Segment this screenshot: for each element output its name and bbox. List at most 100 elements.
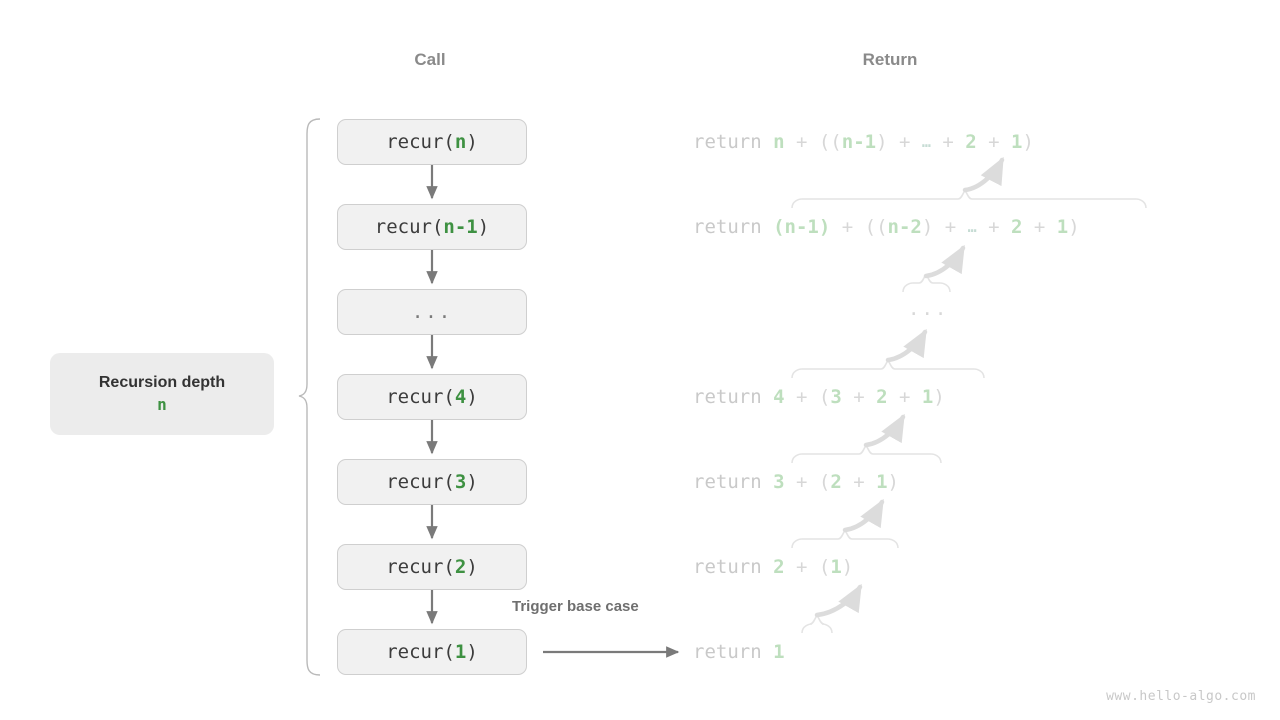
return-token: (( <box>864 216 888 238</box>
call-box-recur-1: recur(1) <box>337 629 527 675</box>
return-token: 1 <box>1011 131 1023 153</box>
call-fn-close: ) <box>466 641 478 663</box>
return-token: ) <box>933 386 945 408</box>
return-arrow-2-to-3 <box>842 498 885 533</box>
return-token: … <box>967 218 977 236</box>
return-token: ) <box>921 216 934 238</box>
return-row-return-n-1: return (n-1) + ((n-2) + … + 2 + 1) <box>693 212 1080 242</box>
call-box-code: recur(1) <box>386 641 478 663</box>
return-token: 1 <box>921 386 934 408</box>
return-brace-return-1 <box>801 615 833 634</box>
return-token: 3 <box>773 471 785 493</box>
call-fn-close: ) <box>477 216 490 238</box>
recursion-depth-label: Recursion depth <box>98 374 226 391</box>
recursion-depth-brace <box>298 118 321 676</box>
call-box-code: recur(4) <box>386 386 478 408</box>
return-token: ( <box>818 471 831 493</box>
return-arrow-ellipsis-to-n-1 <box>923 244 966 279</box>
return-token: ) <box>876 131 888 153</box>
call-fn-arg: 3 <box>454 471 467 493</box>
return-token: + <box>1022 216 1057 238</box>
column-header-return: Return <box>862 50 918 69</box>
call-fn-name: recur( <box>386 556 455 578</box>
return-token: + <box>976 131 1011 153</box>
call-box-ellipsis-text: ... <box>411 301 453 323</box>
return-token: ) <box>841 556 854 578</box>
return-row-return-n: return n + ((n-1) + … + 2 + 1) <box>693 127 1034 157</box>
call-fn-name: recur( <box>374 216 444 238</box>
return-token: + <box>784 131 819 153</box>
return-token: + <box>887 386 922 408</box>
call-fn-close: ) <box>466 471 478 493</box>
return-token: + <box>784 556 819 578</box>
call-fn-arg: n <box>454 131 467 153</box>
return-token: n <box>773 131 785 153</box>
return-token: (( <box>818 131 842 153</box>
call-box-code: recur(n) <box>386 131 478 153</box>
return-token: + <box>933 216 968 238</box>
return-brace-return-4 <box>791 360 985 379</box>
return-token: ) <box>887 471 899 493</box>
return-token: 3 <box>830 386 842 408</box>
return-brace-ellipsis <box>902 274 951 293</box>
trigger-base-case-label: Trigger base case <box>512 598 639 615</box>
return-token: + <box>841 471 877 493</box>
call-box-recur-n-1: recur(n-1) <box>337 204 527 250</box>
return-arrow-1-to-2 <box>814 583 863 618</box>
return-keyword: return <box>693 471 774 493</box>
return-token: + <box>930 131 966 153</box>
return-token: + <box>830 216 865 238</box>
call-fn-close: ) <box>466 131 478 153</box>
return-token: 2 <box>965 131 977 153</box>
call-box-code: recur(2) <box>386 556 478 578</box>
return-brace-return-n-1 <box>791 190 1147 209</box>
call-box-recur-2: recur(2) <box>337 544 527 590</box>
return-token: 2 <box>830 471 842 493</box>
return-token: ( <box>818 556 831 578</box>
call-fn-name: recur( <box>386 386 455 408</box>
return-token: ( <box>818 386 831 408</box>
return-keyword: return <box>693 556 774 578</box>
call-box-recur-3: recur(3) <box>337 459 527 505</box>
return-brace-return-3 <box>791 445 942 464</box>
return-token: ) <box>1022 131 1034 153</box>
return-token: ( <box>773 216 785 238</box>
return-token: 1 <box>1056 216 1069 238</box>
call-fn-arg: 2 <box>454 556 467 578</box>
column-header-call: Call <box>414 50 446 69</box>
return-row-return-4: return 4 + (3 + 2 + 1) <box>693 382 945 412</box>
return-token: ) <box>818 216 831 238</box>
call-fn-arg: 1 <box>454 641 467 663</box>
return-row-return-3: return 3 + (2 + 1) <box>693 467 899 497</box>
return-keyword: return <box>693 131 774 153</box>
return-brace-return-2 <box>791 530 899 549</box>
return-ellipsis: ... <box>908 298 949 320</box>
recursion-depth-value: n <box>157 395 167 414</box>
return-token: + <box>784 471 819 493</box>
call-fn-name: recur( <box>386 131 455 153</box>
call-box-recur-n: recur(n) <box>337 119 527 165</box>
return-token: + <box>976 216 1011 238</box>
return-token: 2 <box>876 386 888 408</box>
return-token: + <box>841 386 877 408</box>
return-token: n-1 <box>784 216 819 238</box>
return-keyword: return <box>693 216 774 238</box>
return-token: … <box>921 133 931 151</box>
return-keyword: return <box>693 641 774 663</box>
return-token: 2 <box>773 556 785 578</box>
call-box-ellipsis: ... <box>337 289 527 335</box>
return-arrow-n-1-to-n <box>962 156 1005 193</box>
return-row-return-2: return 2 + (1) <box>693 552 853 582</box>
return-token: 2 <box>1011 216 1023 238</box>
watermark: www.hello-algo.com <box>1106 689 1256 704</box>
call-fn-name: recur( <box>386 471 455 493</box>
return-token: + <box>784 386 819 408</box>
return-token: n-2 <box>887 216 922 238</box>
recursion-depth-chip: Recursion depth n <box>50 353 274 435</box>
call-fn-close: ) <box>466 556 478 578</box>
call-fn-close: ) <box>466 386 478 408</box>
call-fn-arg: n-1 <box>443 216 478 238</box>
return-token: 1 <box>773 641 785 663</box>
call-box-recur-4: recur(4) <box>337 374 527 420</box>
